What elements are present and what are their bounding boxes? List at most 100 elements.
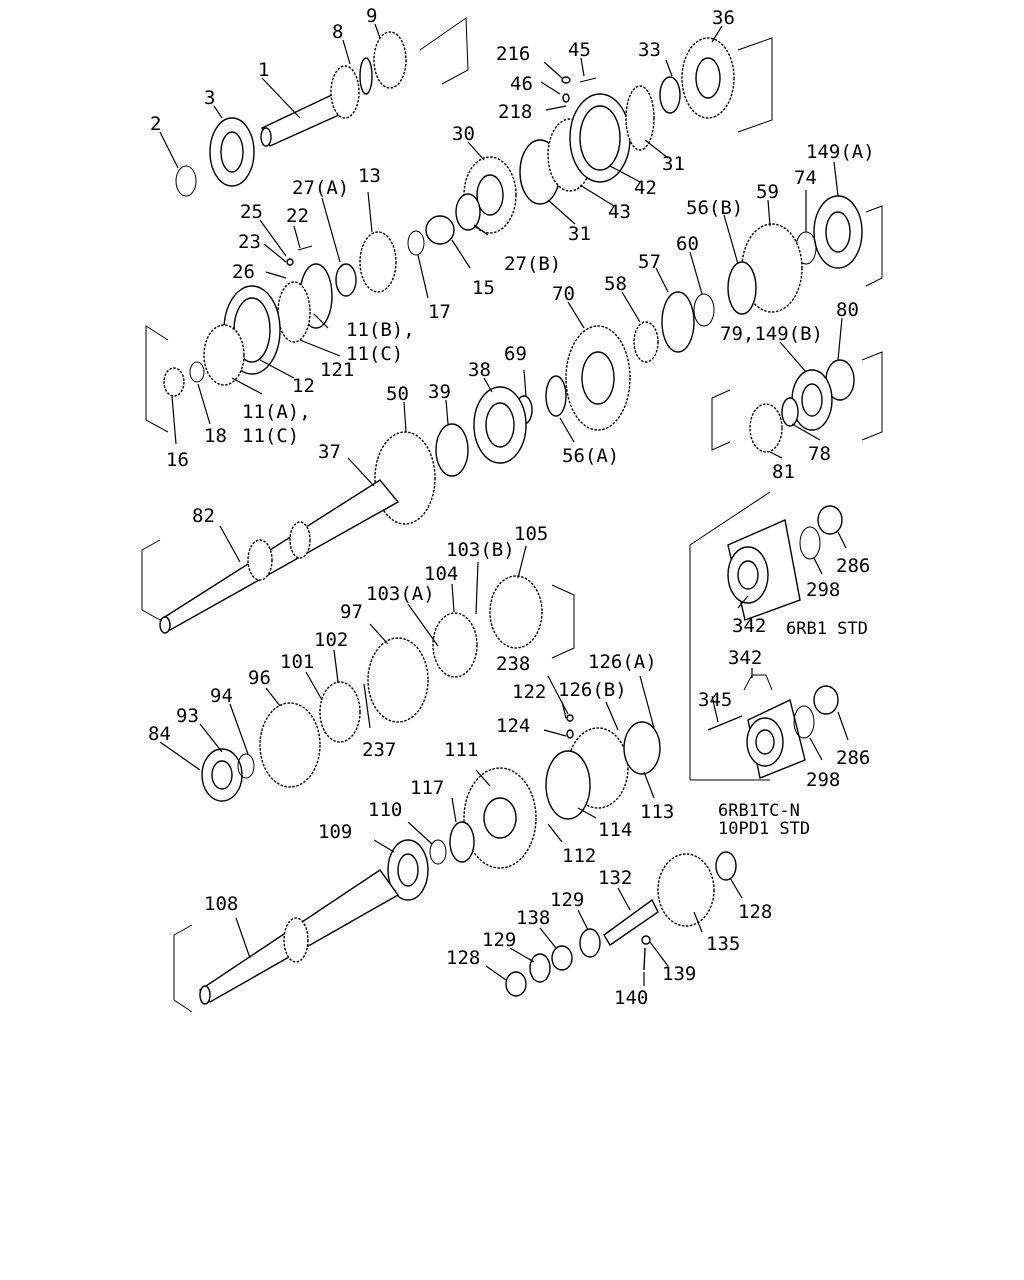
label-286-10pd1: 286: [836, 747, 870, 769]
label-56b: 56(B): [686, 197, 743, 219]
label-23: 23: [238, 231, 261, 253]
label-78: 78: [808, 443, 831, 465]
label-104: 104: [424, 563, 458, 585]
part-number-labels: 1 2 3 8 9 216 45 46 218 33 36 30 31 42 4…: [148, 5, 875, 1009]
upper-synchro-cluster: [463, 37, 773, 234]
label-9: 9: [366, 5, 377, 27]
label-25: 25: [240, 201, 263, 223]
label-135: 135: [706, 933, 740, 955]
label-113: 113: [640, 801, 674, 823]
leader-lines: [159, 23, 849, 986]
reverse-idler-group: [505, 851, 737, 997]
label-3: 3: [204, 87, 215, 109]
label-237: 237: [362, 739, 396, 761]
label-69: 69: [504, 343, 527, 365]
countershaft-right-cluster: [633, 195, 883, 363]
label-59: 59: [756, 181, 779, 203]
label-13: 13: [358, 165, 381, 187]
label-38: 38: [468, 359, 491, 381]
label-102: 102: [314, 629, 348, 651]
label-149a: 149(A): [806, 141, 875, 163]
label-17: 17: [428, 301, 451, 323]
label-8: 8: [332, 21, 343, 43]
label-15: 15: [472, 277, 495, 299]
counter-upper-cluster: [145, 193, 481, 433]
label-11c-upper: 11(C): [346, 343, 403, 365]
label-298-std: 298: [806, 579, 840, 601]
label-139: 139: [662, 963, 696, 985]
mainshaft-lower-group: [173, 714, 661, 1013]
label-114: 114: [598, 819, 632, 841]
label-57: 57: [638, 251, 661, 273]
label-109: 109: [318, 821, 352, 843]
label-45: 45: [568, 39, 591, 61]
label-2: 2: [150, 113, 161, 135]
label-70: 70: [552, 283, 575, 305]
countershaft-main: [141, 325, 631, 634]
output-flange-10pd1: [690, 674, 839, 781]
label-138: 138: [516, 907, 550, 929]
label-129-upper: 129: [550, 889, 584, 911]
pto-bearing-assembly: [711, 351, 883, 453]
label-140: 140: [614, 987, 648, 1009]
label-36: 36: [712, 7, 735, 29]
label-46: 46: [510, 73, 533, 95]
label-50: 50: [386, 383, 409, 405]
label-80: 80: [836, 299, 859, 321]
label-128-lower: 128: [446, 947, 480, 969]
label-31-upper: 31: [662, 153, 685, 175]
label-37: 37: [318, 441, 341, 463]
label-60: 60: [676, 233, 699, 255]
label-110: 110: [368, 799, 402, 821]
label-94: 94: [210, 685, 233, 707]
label-56a: 56(A): [562, 445, 619, 467]
label-43: 43: [608, 201, 631, 223]
caption-10pd1-std: 10PD1 STD: [718, 819, 810, 839]
label-97: 97: [340, 601, 363, 623]
label-11b: 11(B),: [346, 319, 415, 341]
reverse-gear-group: [201, 575, 575, 802]
label-101: 101: [280, 651, 314, 673]
label-298-10pd1: 298: [806, 769, 840, 791]
label-26: 26: [232, 261, 255, 283]
label-82: 82: [192, 505, 215, 527]
label-58: 58: [604, 273, 627, 295]
label-12: 12: [292, 375, 315, 397]
label-105: 105: [514, 523, 548, 545]
label-117: 117: [410, 777, 444, 799]
label-126a: 126(A): [588, 651, 657, 673]
label-39: 39: [428, 381, 451, 403]
label-124: 124: [496, 715, 530, 737]
label-27b: 27(B): [504, 253, 561, 275]
model-captions: 6RB1 STD 6RB1TC-N 10PD1 STD: [718, 619, 868, 839]
label-342-std: 342: [732, 615, 766, 637]
label-84: 84: [148, 723, 171, 745]
label-121: 121: [320, 359, 354, 381]
label-112: 112: [562, 845, 596, 867]
label-345: 345: [698, 689, 732, 711]
label-111: 111: [444, 739, 478, 761]
label-342-10pd1: 342: [728, 647, 762, 669]
label-216: 216: [496, 43, 530, 65]
label-33: 33: [638, 39, 661, 61]
caption-6rb1tc-n: 6RB1TC-N: [718, 801, 800, 821]
label-31-lower: 31: [568, 223, 591, 245]
label-286-std: 286: [836, 555, 870, 577]
label-27a: 27(A): [292, 177, 349, 199]
label-42: 42: [634, 177, 657, 199]
label-103b: 103(B): [446, 539, 515, 561]
label-79-149b: 79,149(B): [720, 323, 823, 345]
label-74: 74: [794, 167, 817, 189]
label-1: 1: [258, 59, 269, 81]
output-flange-std: [689, 491, 843, 780]
label-11c-lower: 11(C): [242, 425, 299, 447]
label-11a: 11(A),: [242, 401, 311, 423]
label-93: 93: [176, 705, 199, 727]
label-218: 218: [498, 101, 532, 123]
label-126b: 126(B): [558, 679, 627, 701]
label-22: 22: [286, 205, 309, 227]
caption-6rb1-std: 6RB1 STD: [786, 619, 868, 639]
label-16: 16: [166, 449, 189, 471]
label-81: 81: [772, 461, 795, 483]
